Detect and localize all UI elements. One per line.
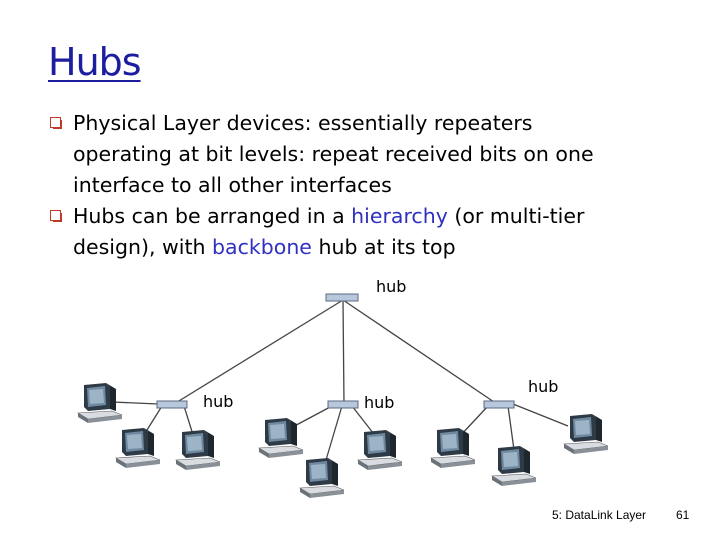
computer-icon	[563, 413, 609, 455]
bullet-line: interface to all other interfaces	[73, 173, 392, 197]
bullet-list: Physical Layer devices: essentially repe…	[48, 108, 698, 263]
hub-label: hub	[364, 393, 394, 412]
computer-icon	[299, 457, 345, 499]
bullet-line: operating at bit levels: repeat received…	[73, 142, 594, 166]
computer-icon	[175, 429, 221, 471]
checkbox-bullet-icon	[50, 210, 62, 222]
hub-device-icon	[327, 400, 359, 409]
bullet-text: (or multi-tier	[447, 204, 585, 228]
computer-icon	[491, 445, 537, 487]
hub-device-icon	[483, 400, 515, 409]
footer-chapter: 5: DataLink Layer	[552, 508, 647, 522]
hub-label: hub	[376, 277, 406, 296]
hub-label: hub	[528, 377, 558, 396]
computer-icon	[430, 427, 476, 469]
emphasis-term: backbone	[212, 235, 312, 259]
hub-label: hub	[203, 392, 233, 411]
hub-device-icon	[325, 293, 359, 302]
computer-icon	[77, 382, 123, 424]
bullet-text: hub at its top	[311, 235, 456, 259]
checkbox-bullet-icon	[50, 117, 62, 129]
computer-icon	[115, 427, 161, 469]
hub-device-icon	[156, 400, 188, 409]
computer-icon	[258, 417, 304, 459]
bullet-line: Physical Layer devices: essentially repe…	[73, 111, 533, 135]
slide-title: Hubs	[48, 40, 142, 84]
computer-icon	[357, 429, 403, 471]
bullet-item: Hubs can be arranged in a hierarchy (or …	[48, 201, 698, 263]
emphasis-term: hierarchy	[351, 204, 448, 228]
link-lines	[111, 299, 569, 461]
bullet-text: design), with	[73, 235, 213, 259]
bullet-item: Physical Layer devices: essentially repe…	[48, 108, 698, 201]
bullet-text: Hubs can be arranged in a	[73, 204, 352, 228]
footer-page-number: 61	[676, 508, 690, 522]
